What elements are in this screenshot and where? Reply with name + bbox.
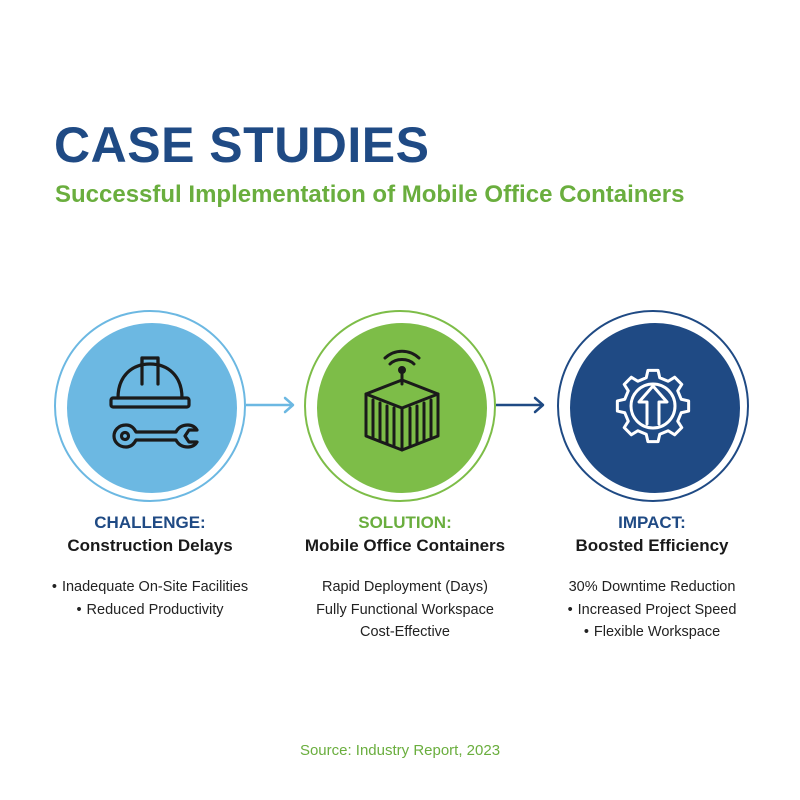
source-note: Source: Industry Report, 2023 bbox=[299, 742, 501, 759]
list-item: Fully Functional Workspace bbox=[316, 601, 494, 618]
challenge-circle bbox=[54, 310, 246, 502]
step-heading: Construction Delays bbox=[67, 536, 233, 555]
step-heading: Mobile Office Containers bbox=[304, 536, 506, 555]
list-item: •Flexible Workspace bbox=[583, 624, 721, 640]
step-label: CHALLENGE: bbox=[94, 513, 206, 532]
arrow-right-icon bbox=[246, 396, 295, 414]
step-list: •Inadequate On-Site Facilities •Reduced … bbox=[25, 576, 275, 621]
gear-arrow-up-icon bbox=[615, 368, 691, 444]
page-title: CASE STUDIES bbox=[54, 117, 430, 173]
challenge-column: CHALLENGE: Construction Delays •Inadequa… bbox=[25, 512, 275, 621]
step-list: 30% Downtime Reduction •Increased Projec… bbox=[527, 576, 777, 644]
list-item: Cost-Effective bbox=[360, 624, 450, 640]
page-subtitle: Successful Implementation of Mobile Offi… bbox=[55, 181, 685, 208]
list-item: •Reduced Productivity bbox=[76, 601, 224, 618]
connected-container-icon bbox=[364, 349, 440, 452]
solution-column: SOLUTION: Mobile Office Containers Rapid… bbox=[280, 512, 530, 644]
step-heading: Boosted Efficiency bbox=[575, 536, 729, 555]
step-label: SOLUTION: bbox=[358, 513, 452, 532]
hard-hat-wrench-icon bbox=[109, 356, 199, 449]
list-item: •Inadequate On-Site Facilities bbox=[51, 579, 249, 595]
list-item: 30% Downtime Reduction bbox=[568, 579, 736, 595]
list-item: Rapid Deployment (Days) bbox=[321, 579, 488, 595]
step-label: IMPACT: bbox=[618, 513, 686, 532]
arrow-right-icon bbox=[496, 396, 545, 414]
impact-circle bbox=[557, 310, 749, 502]
solution-circle bbox=[304, 310, 496, 502]
step-list: Rapid Deployment (Days) Fully Functional… bbox=[280, 576, 530, 644]
impact-column: IMPACT: Boosted Efficiency 30% Downtime … bbox=[527, 512, 777, 644]
list-item: •Increased Project Speed bbox=[567, 601, 737, 618]
